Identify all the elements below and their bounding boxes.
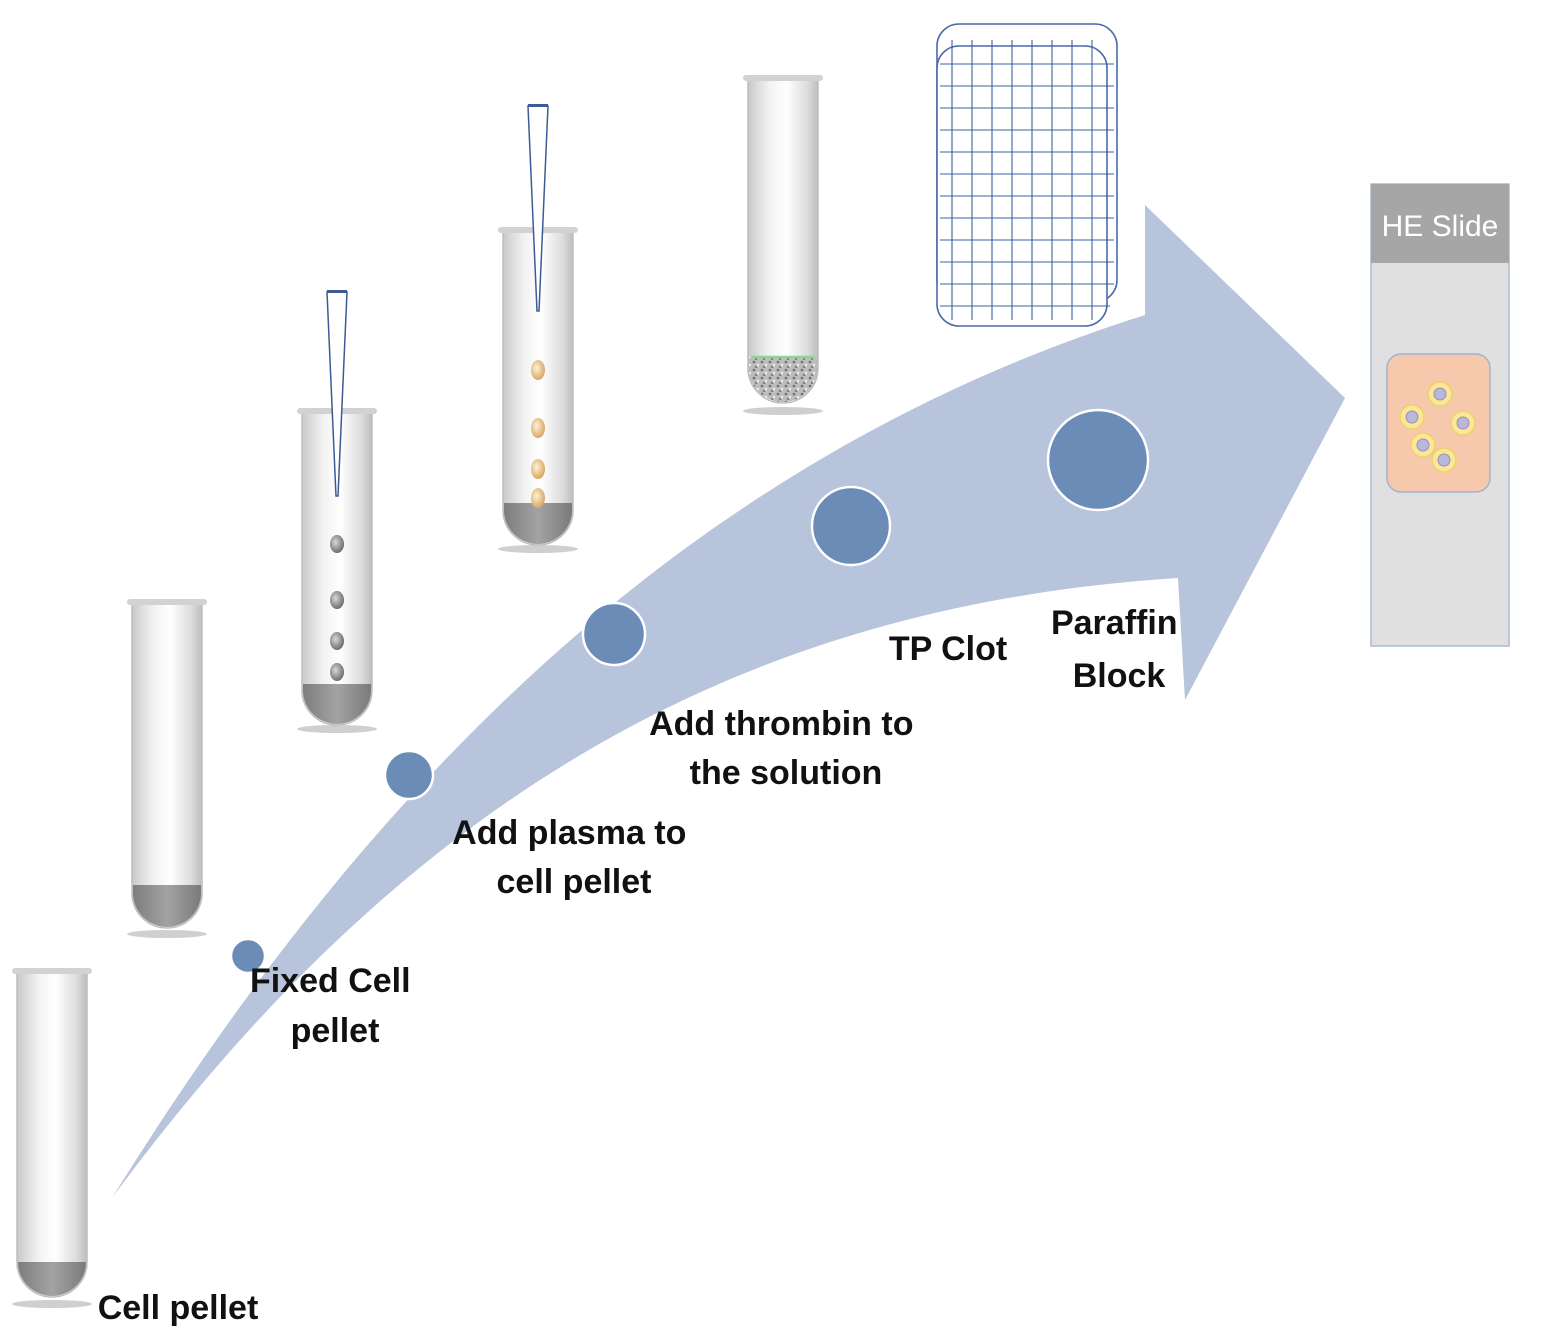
tube-cell-pellet — [12, 968, 92, 1308]
label-cell-pellet: Cell pellet — [98, 1289, 259, 1327]
label-fixed-cell-pellet: Fixed Cell pellet — [250, 962, 420, 1050]
he-slide: HE Slide — [1370, 183, 1510, 647]
tissue-section — [1386, 353, 1491, 493]
label-tp-clot: TP Clot — [889, 630, 1007, 668]
tube-tp-clot — [743, 75, 823, 415]
paraffin-cassette-icon — [936, 23, 1118, 327]
step-dots — [229, 408, 1150, 975]
cells — [1399, 381, 1476, 473]
slide-title: HE Slide — [1382, 210, 1499, 243]
tube-add-plasma — [297, 290, 377, 733]
step-dot-5 — [1046, 408, 1150, 512]
step-dot-3 — [581, 601, 647, 667]
slide-header — [1371, 184, 1509, 263]
step-dot-2 — [383, 749, 435, 801]
tube-fixed-pellet — [127, 599, 207, 938]
tube-add-thrombin — [498, 104, 578, 553]
label-add-thrombin: Add thrombin to the solution — [649, 705, 923, 792]
process-arrow — [112, 205, 1345, 1198]
step-dot-4 — [810, 485, 892, 567]
label-paraffin-block: Paraffin Block — [1051, 604, 1187, 695]
pipette-tip — [326, 290, 348, 497]
step-dot-1 — [229, 937, 267, 975]
pipette-tip-2 — [527, 104, 549, 312]
label-add-plasma: Add plasma to cell pellet — [452, 814, 696, 901]
